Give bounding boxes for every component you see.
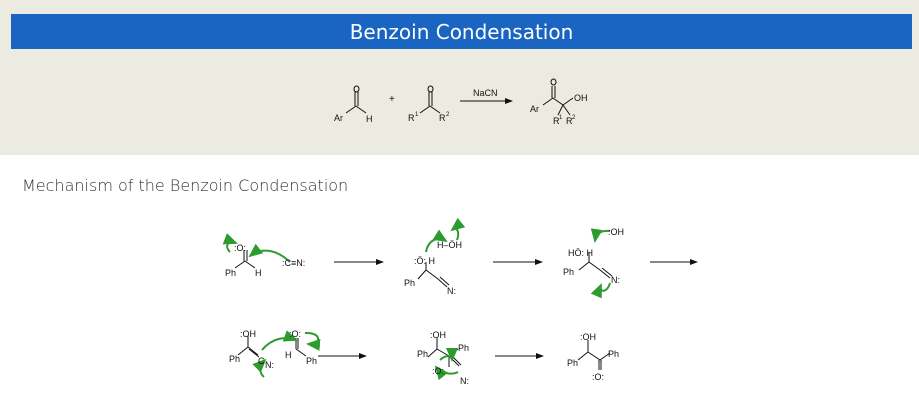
m4-c-label: C bbox=[258, 356, 265, 366]
electron-arrows-row2 bbox=[252, 330, 459, 381]
m6-ph2-label: Ph bbox=[608, 349, 619, 359]
m2-o-h-label: :Ö: H bbox=[414, 256, 435, 266]
r2-superscript: 2 bbox=[446, 112, 450, 118]
m6-oh-label: :OH bbox=[580, 332, 596, 342]
m1-ph-label: Ph bbox=[225, 268, 236, 278]
m4-oh-label: :OH bbox=[240, 329, 256, 339]
plus-sign: + bbox=[389, 94, 395, 105]
m5-o-label: :O: bbox=[432, 366, 444, 376]
m6-o-label: :O: bbox=[592, 372, 604, 382]
electron-arrows-row1 bbox=[222, 217, 611, 299]
m6-ph-label: Ph bbox=[567, 358, 578, 368]
m4-n-label: N: bbox=[265, 360, 274, 370]
product-r1-label: R bbox=[553, 116, 560, 126]
product-r2-superscript: 2 bbox=[572, 115, 576, 121]
m1-h-label: H bbox=[255, 268, 262, 278]
product-oh-label: OH bbox=[574, 93, 588, 103]
mechanism-panel bbox=[0, 155, 919, 419]
m1-o-label: :O: bbox=[234, 243, 246, 253]
m3-ph-label: Ph bbox=[563, 267, 574, 277]
overall-reaction bbox=[345, 78, 574, 116]
product-r2-label: R bbox=[566, 116, 573, 126]
product-r1-superscript: 1 bbox=[559, 115, 563, 121]
ketone-structure bbox=[419, 85, 441, 114]
reagent-label: NaCN bbox=[473, 88, 498, 98]
m5-ph2-label: Ph bbox=[458, 343, 469, 353]
m4-ph2-label: Ph bbox=[306, 356, 317, 366]
m2-n-label: N: bbox=[447, 286, 456, 296]
h-label: H bbox=[366, 114, 373, 124]
product-structure bbox=[542, 78, 574, 116]
m2-ph-label: Ph bbox=[404, 278, 415, 288]
m4-o-label: :O: bbox=[289, 329, 301, 339]
r1-superscript: 1 bbox=[415, 112, 419, 118]
m3-oh-label: :OH bbox=[608, 227, 624, 237]
m3-n-label: N: bbox=[611, 275, 620, 285]
page-title-bar: Benzoin Condensation bbox=[11, 14, 912, 49]
m3-ho-h-label: HÖ: H bbox=[568, 248, 593, 258]
product-ar-label: Ar bbox=[530, 104, 539, 114]
section-title: Mechanism of the Benzoin Condensation bbox=[22, 176, 349, 195]
m5-ph-label: Ph bbox=[417, 349, 428, 359]
page-title: Benzoin Condensation bbox=[349, 19, 574, 44]
m2-h-oh-label: H–ÖH bbox=[437, 240, 462, 250]
cyanide-label: :C≡N: bbox=[282, 258, 305, 268]
r2-label: R bbox=[439, 113, 446, 123]
r1-label: R bbox=[408, 113, 415, 123]
m4-h-label: H bbox=[285, 350, 292, 360]
aldehyde-structure bbox=[345, 85, 367, 114]
m4-ph-label: Ph bbox=[229, 354, 240, 364]
m5-oh-label: :OH bbox=[430, 330, 446, 340]
ar-label: Ar bbox=[334, 113, 343, 123]
m5-n-label: N: bbox=[460, 376, 469, 386]
